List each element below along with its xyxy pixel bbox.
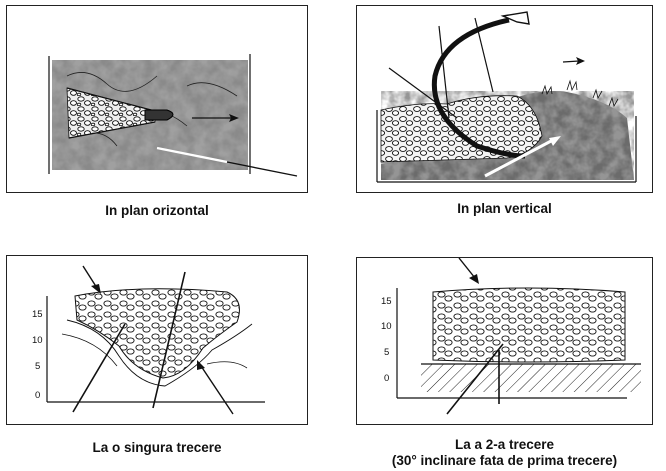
second-pass-caption-line-1: La a 2-a trecere [454, 437, 555, 452]
y-tick-5: 5 [384, 347, 389, 358]
single-pass-panel: 15 10 5 0 [6, 255, 308, 425]
y-tick-10: 10 [381, 321, 392, 332]
horizontal-plan-illustration [48, 54, 298, 177]
vertical-plan-panel [356, 5, 653, 193]
y-tick-0: 0 [35, 390, 40, 401]
second-pass-illustration: 15 10 5 0 [381, 258, 641, 415]
y-tick-15: 15 [381, 296, 392, 307]
horizontal-plan-panel [6, 5, 308, 193]
y-tick-0: 0 [384, 373, 389, 384]
vertical-plan-illustration [376, 11, 637, 183]
y-tick-15: 15 [32, 309, 43, 320]
second-pass-panel: 15 10 5 0 [356, 257, 653, 425]
second-pass-caption: La a 2-a trecere (30° inclinare fata de … [356, 437, 653, 469]
single-pass-illustration: 15 10 5 0 [32, 265, 265, 415]
y-tick-10: 10 [32, 335, 43, 346]
second-pass-caption-line-2: (30° inclinare fata de prima trecere) [391, 453, 618, 468]
vertical-plan-caption: In plan vertical [457, 201, 552, 216]
y-tick-5: 5 [35, 361, 40, 372]
single-pass-caption: La o singura trecere [92, 440, 222, 455]
horizontal-plan-caption: In plan orizontal [105, 203, 209, 218]
